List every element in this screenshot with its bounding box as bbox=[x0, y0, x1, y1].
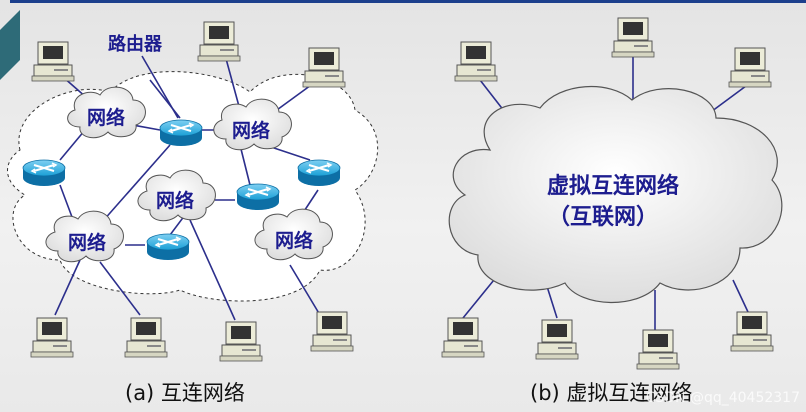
computer-icon bbox=[730, 311, 774, 352]
computer-icon bbox=[611, 17, 655, 58]
network-label-3: 网络 bbox=[156, 189, 194, 212]
network-label-2: 网络 bbox=[232, 119, 270, 142]
network-label-4: 网络 bbox=[68, 231, 106, 254]
computer-icon bbox=[535, 319, 579, 360]
left-corner-decoration bbox=[0, 10, 20, 80]
computer-icon bbox=[124, 317, 168, 358]
computer-icon bbox=[441, 317, 485, 358]
network-cloud-5: 网络 bbox=[254, 208, 333, 261]
virtual-network-title: 虚拟互连网络 bbox=[547, 173, 679, 199]
network-cloud-4: 网络 bbox=[45, 210, 124, 263]
computer-icon bbox=[31, 41, 75, 82]
computer-icon bbox=[302, 47, 346, 88]
network-label-5: 网络 bbox=[275, 229, 313, 252]
computer-icon bbox=[636, 329, 680, 370]
router-icon bbox=[159, 119, 203, 147]
router-icon bbox=[297, 159, 341, 187]
left-caption: (a) 互连网络 bbox=[125, 381, 245, 405]
computer-icon bbox=[219, 321, 263, 362]
computer-icon bbox=[197, 21, 241, 62]
computer-icon bbox=[454, 41, 498, 82]
network-cloud-3: 网络 bbox=[137, 169, 216, 222]
virtual-internet-cloud: 虚拟互连网络 （互联网） bbox=[448, 85, 783, 304]
watermark: CSDN @qq_40452317 bbox=[646, 390, 800, 406]
computer-icon bbox=[728, 47, 772, 88]
computer-icon bbox=[30, 317, 74, 358]
left-internet-diagram: 网络 网络 网络 网络 网络 路由器 bbox=[7, 21, 379, 405]
computer-icon bbox=[310, 311, 354, 352]
right-virtual-diagram: 虚拟互连网络 （互联网） (b) 虚拟互连网络 bbox=[441, 17, 783, 405]
network-cloud-1: 网络 bbox=[67, 86, 146, 139]
virtual-network-subtitle: （互联网） bbox=[548, 205, 658, 230]
router-icon bbox=[22, 159, 66, 187]
router-icon bbox=[146, 233, 190, 261]
top-accent-bar bbox=[10, 0, 806, 3]
right-caption: (b) 虚拟互连网络 bbox=[530, 381, 692, 405]
network-label-1: 网络 bbox=[87, 106, 125, 129]
network-cloud-2: 网络 bbox=[213, 98, 292, 151]
router-pointer bbox=[141, 55, 179, 119]
router-label: 路由器 bbox=[108, 33, 163, 55]
router-icon bbox=[236, 183, 280, 211]
